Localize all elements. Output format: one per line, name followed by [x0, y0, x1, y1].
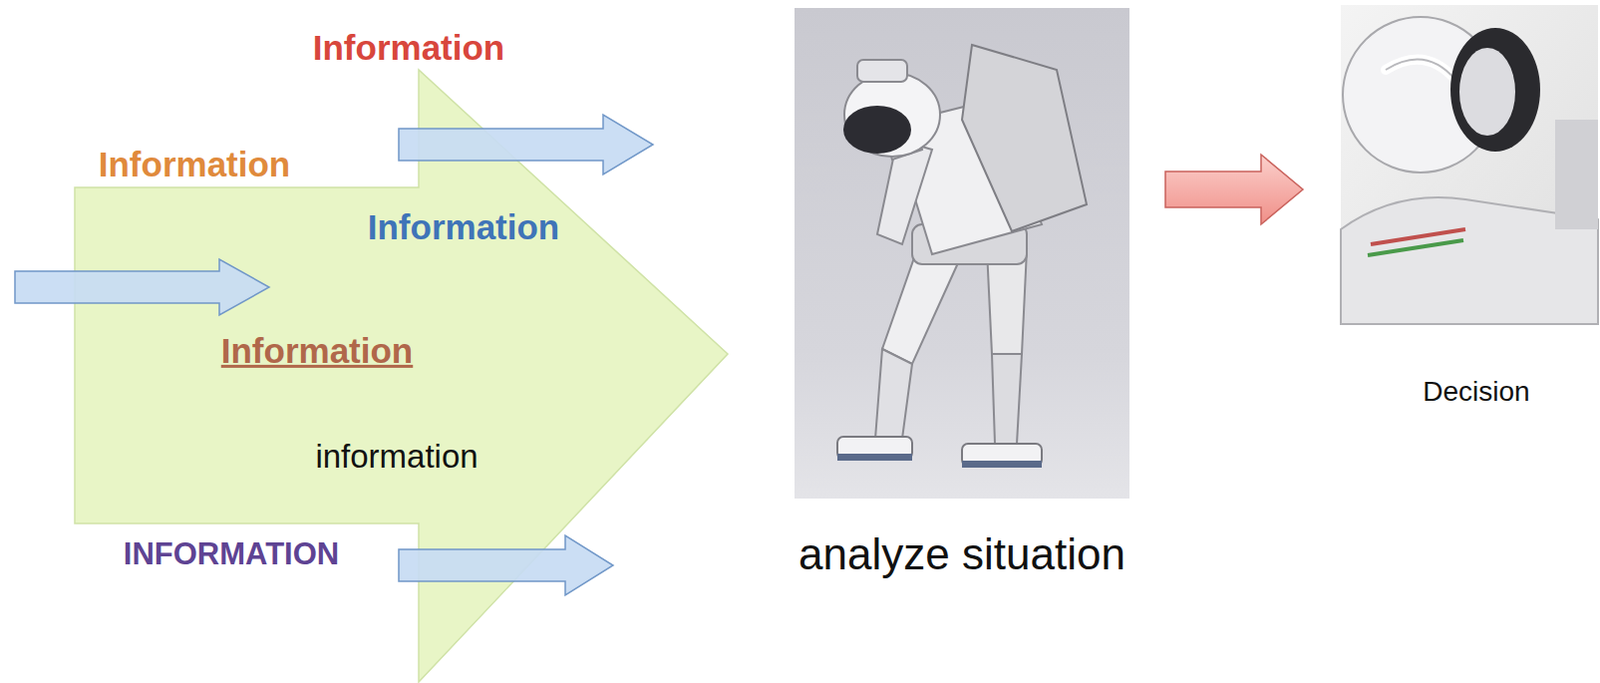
- blue-arrow: [398, 114, 653, 175]
- photo-caption: Decision: [1422, 375, 1530, 408]
- information-label: Information: [221, 330, 413, 371]
- photo-caption: analyze situation: [798, 529, 1126, 581]
- text-holder: Information: [313, 27, 505, 68]
- blue-arrow: [398, 535, 614, 596]
- text-holder: INFORMATION: [123, 536, 339, 573]
- analyze-photo-box: analyze situation: [794, 7, 1130, 499]
- information-label: Information: [98, 144, 291, 185]
- flow-arrow: [1165, 154, 1303, 225]
- blue-arrow: [14, 259, 270, 316]
- information-label: information: [315, 437, 478, 476]
- information-label: Information: [313, 27, 505, 68]
- text-holder: Decision: [1422, 375, 1530, 408]
- text-holder: Information: [367, 207, 560, 248]
- text-holder: analyze situation: [798, 529, 1126, 581]
- information-label: Information: [367, 207, 560, 248]
- information-label: INFORMATION: [123, 536, 339, 573]
- decision-robot-photo: [1340, 4, 1599, 324]
- information-arrow: InformationInformationInformationInforma…: [9, 39, 738, 683]
- text-holder: information: [315, 437, 478, 476]
- decision-photo-box: Decision: [1340, 4, 1599, 324]
- green-arrow: [74, 69, 728, 682]
- analyze-robot-photo: [794, 7, 1130, 499]
- text-holder: Information: [98, 144, 291, 185]
- text-holder: Information: [221, 330, 413, 371]
